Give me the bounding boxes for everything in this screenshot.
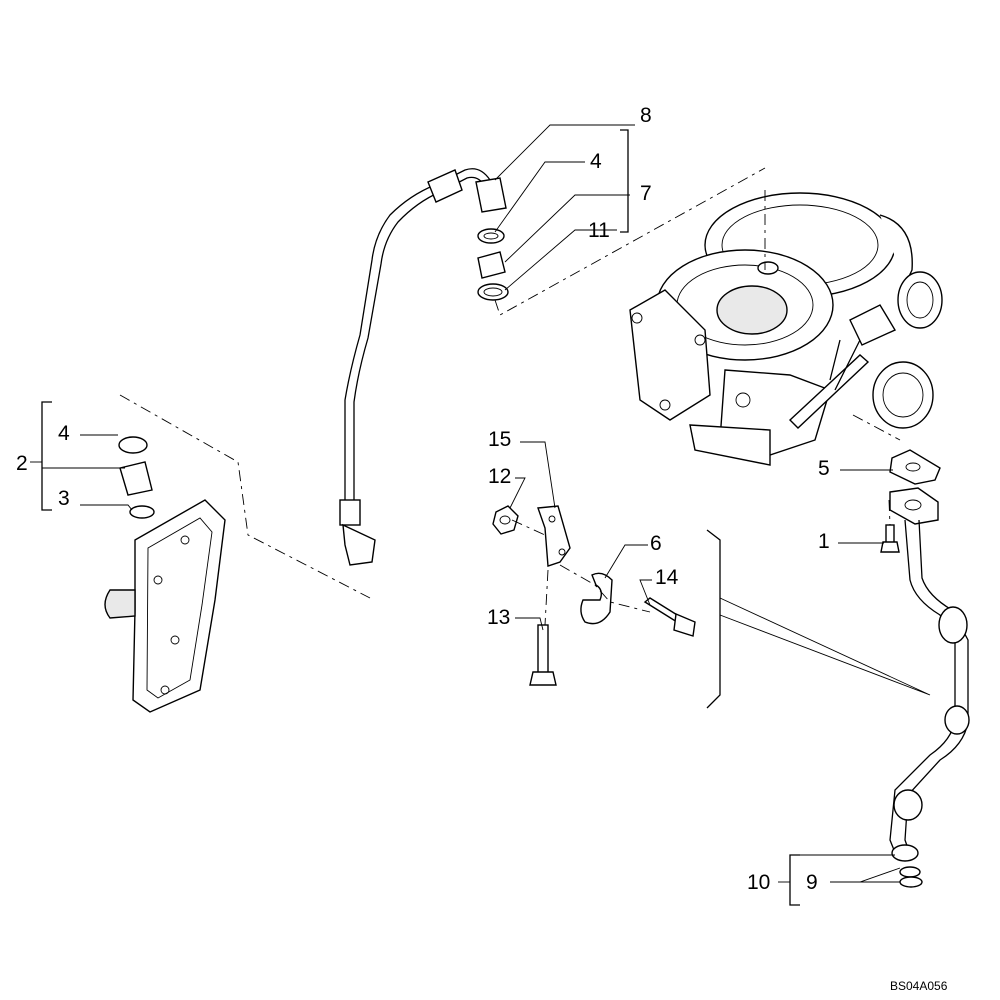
callout-11: 11 [588,219,610,242]
oil-feed-pipe [339,168,507,566]
callout-labels: 8 4 7 11 4 2 3 15 12 6 14 13 5 1 10 9 [16,104,830,894]
callout-6: 6 [650,532,662,555]
oil-return-pipe [889,487,970,888]
callout-5: 5 [818,457,830,480]
bolt-1 [880,524,900,553]
callout-1: 1 [818,530,830,553]
group-bracket [706,529,721,709]
alignment-line [852,414,901,526]
callout-14: 14 [655,566,679,589]
callout-2: 2 [16,452,28,475]
leader-line [719,597,931,696]
alignment-line [494,167,766,316]
leader-lines [30,124,901,906]
callout-15: 15 [488,428,511,451]
gasket-5 [889,449,941,485]
callout-9: 9 [806,871,818,894]
callout-13: 13 [487,606,510,629]
oil-filter-head [104,436,226,713]
alignment-line [119,394,371,599]
adapter-stack [477,228,509,301]
reference-code: BS04A056 [890,979,948,993]
callout-10: 10 [747,871,770,894]
callout-8: 8 [640,104,652,127]
callout-7: 7 [640,182,652,205]
callout-4-top: 4 [590,150,602,173]
turbocharger [629,190,943,466]
callout-12: 12 [488,465,511,488]
callout-4-left: 4 [58,422,70,445]
clamp-group [492,505,696,686]
callout-3: 3 [58,487,70,510]
